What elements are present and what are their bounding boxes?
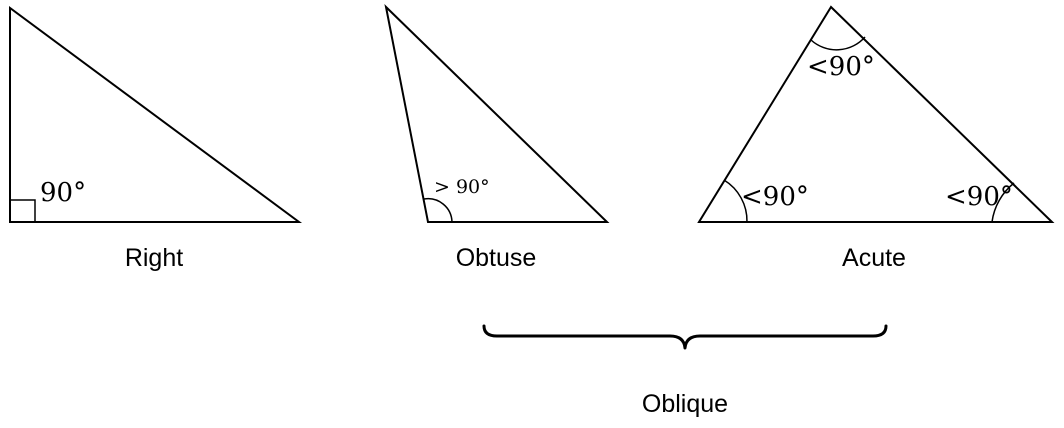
oblique-group: Oblique <box>482 324 888 418</box>
acute-triangle-outline <box>697 5 1055 223</box>
right-triangle-caption: Right <box>125 244 183 272</box>
obtuse-angle-label: > 90° <box>434 176 490 198</box>
right-triangle-outline <box>9 6 303 223</box>
obtuse-triangle: > 90° Obtuse <box>384 4 610 272</box>
acute-triangle-caption: Acute <box>842 244 906 272</box>
acute-triangle: <90° <90° <90° Acute <box>697 5 1055 272</box>
acute-top-angle-arc <box>810 36 866 51</box>
acute-right-angle-arc <box>991 182 1015 223</box>
obtuse-triangle-outline <box>384 4 610 223</box>
obtuse-angle-arc <box>423 197 453 223</box>
acute-right-angle-label: <90° <box>945 182 1013 212</box>
obtuse-triangle-caption: Obtuse <box>456 244 537 272</box>
right-angle-marker <box>9 199 36 223</box>
oblique-caption: Oblique <box>642 390 728 418</box>
acute-top-angle-label: <90° <box>807 52 875 82</box>
acute-left-angle-label: <90° <box>741 182 809 212</box>
acute-left-angle-arc <box>723 179 748 223</box>
right-triangle: 90° Right <box>9 6 303 272</box>
oblique-brace <box>482 324 888 350</box>
right-angle-label: 90° <box>40 178 86 208</box>
